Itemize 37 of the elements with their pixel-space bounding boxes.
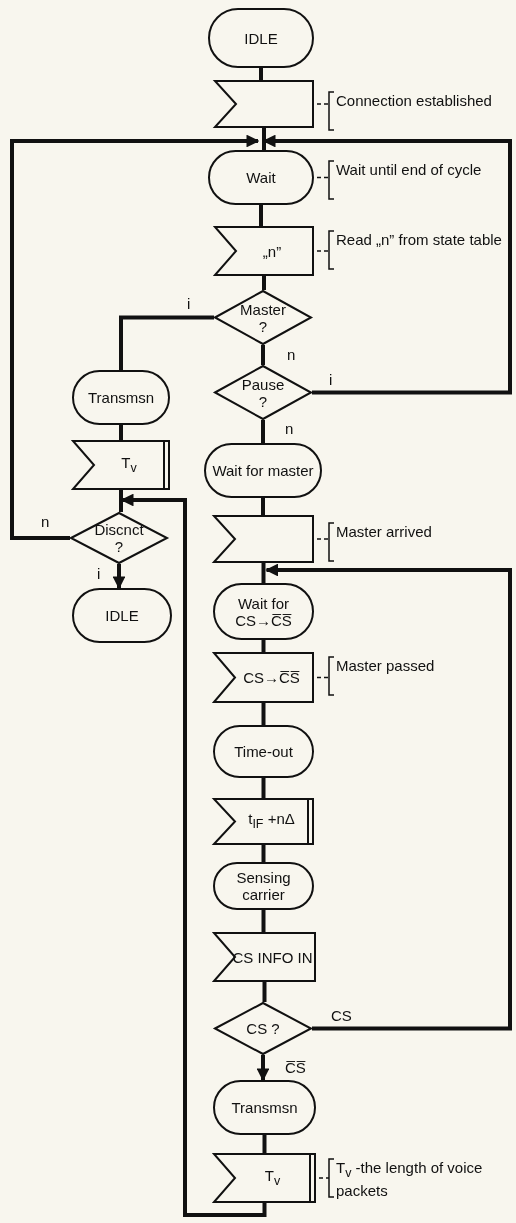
state-box: Transmsn	[213, 1080, 316, 1135]
edge-label: C̅S̅	[284, 1060, 307, 1076]
signal-box: t$_{IF}$ +nΔ	[213, 798, 314, 845]
comment-text: T$_{v}$ -the length of voice packets	[336, 1159, 484, 1200]
edge-label: CS	[330, 1008, 353, 1024]
signal-box: CS INFO IN	[213, 932, 316, 982]
comment-text: Wait until end of cycle	[336, 161, 483, 179]
state-box: Transmsn	[72, 370, 170, 425]
signal-box: T$_{v}$	[72, 440, 170, 490]
state-box: IDLE	[208, 8, 314, 68]
state-box: Wait for CS→C̅S̅	[213, 583, 314, 640]
connector-arrow	[112, 564, 126, 590]
state-box: Wait for master	[204, 443, 322, 498]
state-box: IDLE	[72, 588, 172, 643]
decision-diamond: CS ?	[214, 1002, 312, 1055]
connector-arrow	[120, 493, 267, 1217]
signal-box: CS→C̅S̅	[213, 652, 314, 703]
signal-box: T$_{v}$	[213, 1153, 316, 1203]
connector-arrow	[10, 134, 260, 540]
comment-text: Master passed	[336, 657, 436, 675]
comment-text: Master arrived	[336, 523, 433, 541]
connector-arrow	[265, 563, 512, 1031]
comment-text: Read „n” from state table	[336, 231, 503, 249]
signal-box	[213, 515, 314, 563]
edge-label: i	[96, 566, 102, 582]
state-box: Wait	[208, 150, 314, 205]
edge-label: i	[186, 296, 192, 312]
state-box: Time-out	[213, 725, 314, 778]
decision-diamond: Discnct ?	[70, 512, 168, 564]
edge-label: i	[328, 372, 334, 388]
signal-box	[214, 80, 314, 128]
comment-text: Connection established	[336, 92, 493, 110]
signal-box: „n”	[214, 226, 314, 276]
decision-diamond: Master ?	[214, 290, 312, 345]
decision-diamond: Pause ?	[214, 365, 312, 420]
state-box: Sensing carrier	[213, 862, 314, 910]
connector-arrow	[256, 1055, 270, 1082]
